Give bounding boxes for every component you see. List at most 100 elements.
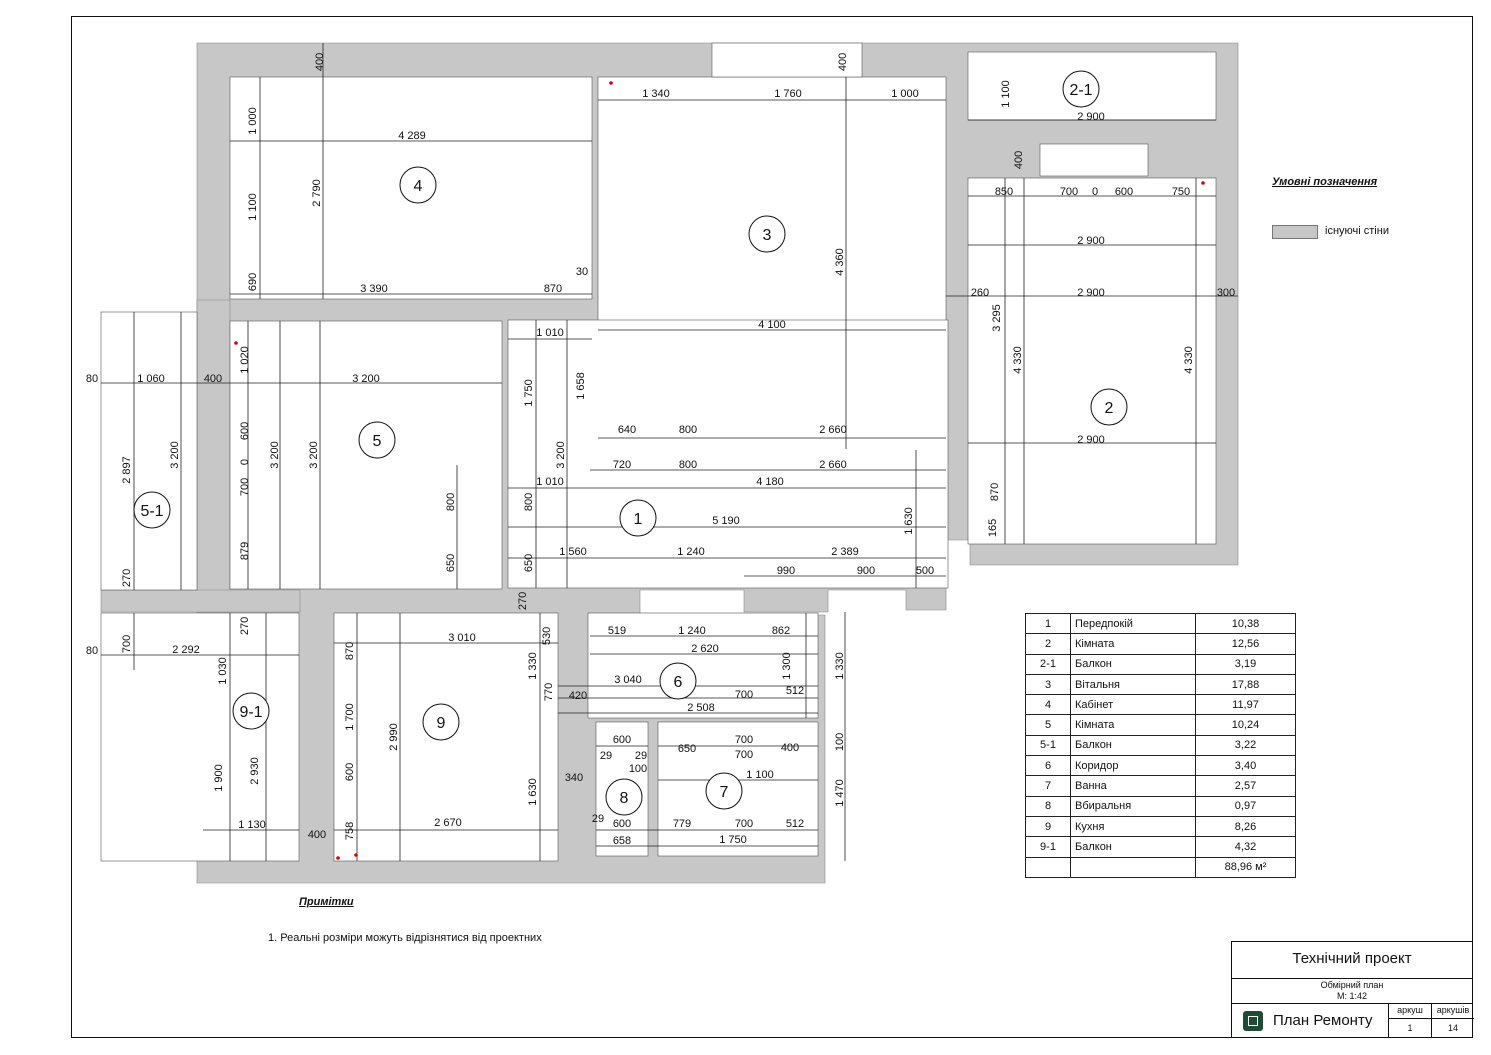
dim-label: 340: [565, 772, 583, 784]
dim-label: 80: [86, 645, 98, 657]
room-marker-5: [358, 421, 396, 459]
room-label-1: 1: [634, 511, 643, 528]
sheets-label: аркушів: [1432, 1004, 1474, 1019]
room-area-cell: 17,88: [1195, 673, 1296, 696]
dim-label: 1 330: [527, 652, 539, 680]
plan-logo-icon: [1243, 1011, 1263, 1031]
dim-label: 165: [987, 519, 999, 537]
room-label-2-1: 2-1: [1069, 82, 1092, 99]
dim-label: 650: [445, 554, 457, 572]
room-number-cell: 3: [1025, 673, 1071, 696]
room-name-cell: Передпокій: [1070, 612, 1196, 635]
room-area-cell: 8,26: [1195, 815, 1296, 838]
dim-label: 862: [772, 625, 790, 637]
room-marker-8: [605, 778, 643, 816]
dim-label: 700: [735, 749, 753, 761]
dim-label: 690: [247, 273, 259, 291]
room-name-cell: Кімната: [1070, 714, 1196, 736]
room-label-9-1: 9-1: [239, 704, 262, 721]
dim-label: 3 200: [555, 441, 567, 469]
room-label-7: 7: [720, 784, 729, 801]
dim-label: 879: [239, 542, 251, 560]
room-name-cell: Ванна: [1070, 775, 1196, 797]
dim-label: 400: [1013, 151, 1025, 169]
title-block: Технічний проект Обмірний план М: 1:42 П…: [1231, 941, 1474, 1038]
room-area-cell: 10,24: [1195, 714, 1296, 736]
room-name-cell: Коридор: [1070, 755, 1196, 777]
dim-label: 512: [786, 818, 804, 830]
room-number-cell: 4: [1025, 694, 1071, 716]
room-number-cell: 1: [1025, 612, 1071, 635]
dim-label: 1 240: [677, 546, 705, 558]
sheet-info: Обмірний план М: 1:42: [1232, 978, 1472, 1004]
dim-label: 750: [1172, 186, 1190, 198]
dim-label: 600: [613, 734, 631, 746]
legend-wall-swatch: [1272, 225, 1318, 239]
dim-label: 0: [239, 459, 251, 465]
sheet-number: 1: [1407, 1023, 1413, 1033]
dim-label: 600: [1115, 186, 1133, 198]
dim-label: 800: [679, 424, 697, 436]
room-1-floor: [507, 319, 949, 589]
dim-label: 2 389: [831, 546, 859, 558]
dim-label: 2 990: [388, 723, 400, 751]
dim-label: 1 630: [527, 778, 539, 806]
dim-label: 29: [592, 813, 604, 825]
dim-label: 758: [344, 822, 356, 840]
room-area-cell: 10,38: [1195, 612, 1296, 635]
dim-label: 3 390: [360, 283, 388, 295]
dim-label: 700: [735, 734, 753, 746]
room-number-cell: 5-1: [1025, 734, 1071, 757]
dim-label: 700: [239, 478, 251, 496]
dim-label: 100: [834, 733, 846, 751]
dim-label: 1 100: [746, 769, 774, 781]
dim-label: 3 040: [614, 674, 642, 686]
company-logo: План Ремонту: [1232, 1004, 1389, 1037]
dim-label: 700: [121, 635, 133, 653]
dim-label: 270: [121, 569, 133, 587]
dim-label: 1 030: [217, 657, 229, 685]
dim-label: 800: [523, 493, 535, 511]
legend: Умовні позначення існуючі стіни: [1272, 176, 1452, 246]
notes-title: Примітки: [299, 896, 354, 908]
sheet-scale: М: 1:42: [1336, 991, 1367, 1001]
dim-label: 4 180: [756, 476, 784, 488]
sheet-name: Обмірний план: [1320, 980, 1384, 990]
room-area-cell: 3,19: [1195, 653, 1296, 675]
dim-label: 2 900: [1077, 111, 1105, 123]
room-marker-2: [1090, 388, 1128, 426]
dim-label: 870: [544, 283, 562, 295]
legend-existing-walls-label: існуючі стіни: [1325, 225, 1389, 237]
dim-label: 1 060: [137, 373, 165, 385]
dim-label: 720: [613, 459, 631, 471]
dim-label: 400: [308, 829, 326, 841]
room-marker-7: [705, 772, 743, 810]
dim-label: 400: [781, 742, 799, 754]
note-item: 1. Реальні розміри можуть відрізнятися в…: [268, 932, 542, 944]
room-label-5: 5: [373, 433, 382, 450]
room-marker-2-1: [1062, 70, 1100, 108]
dimension-lines: [101, 43, 1238, 861]
room-area-cell: 3,40: [1195, 755, 1296, 777]
room-number-cell: 5: [1025, 714, 1071, 736]
company-name: План Ремонту: [1273, 1012, 1373, 1029]
total-area-cell: 88,96 м²: [1195, 856, 1296, 878]
room-area-cell: 2,57: [1195, 775, 1296, 797]
room-marker-6: [659, 662, 697, 700]
dim-label: 29: [600, 750, 612, 762]
room-labels: 4 3 2-1 2 5 5-1 1 6 9-1 9 8 7: [140, 82, 1113, 807]
room-6-floor: [587, 612, 819, 719]
room-marker-4: [399, 166, 437, 204]
dim-label: 29: [635, 750, 647, 762]
dim-label: 1 630: [903, 507, 915, 535]
dim-label: 512: [786, 685, 804, 697]
dim-label: 870: [989, 483, 1001, 501]
